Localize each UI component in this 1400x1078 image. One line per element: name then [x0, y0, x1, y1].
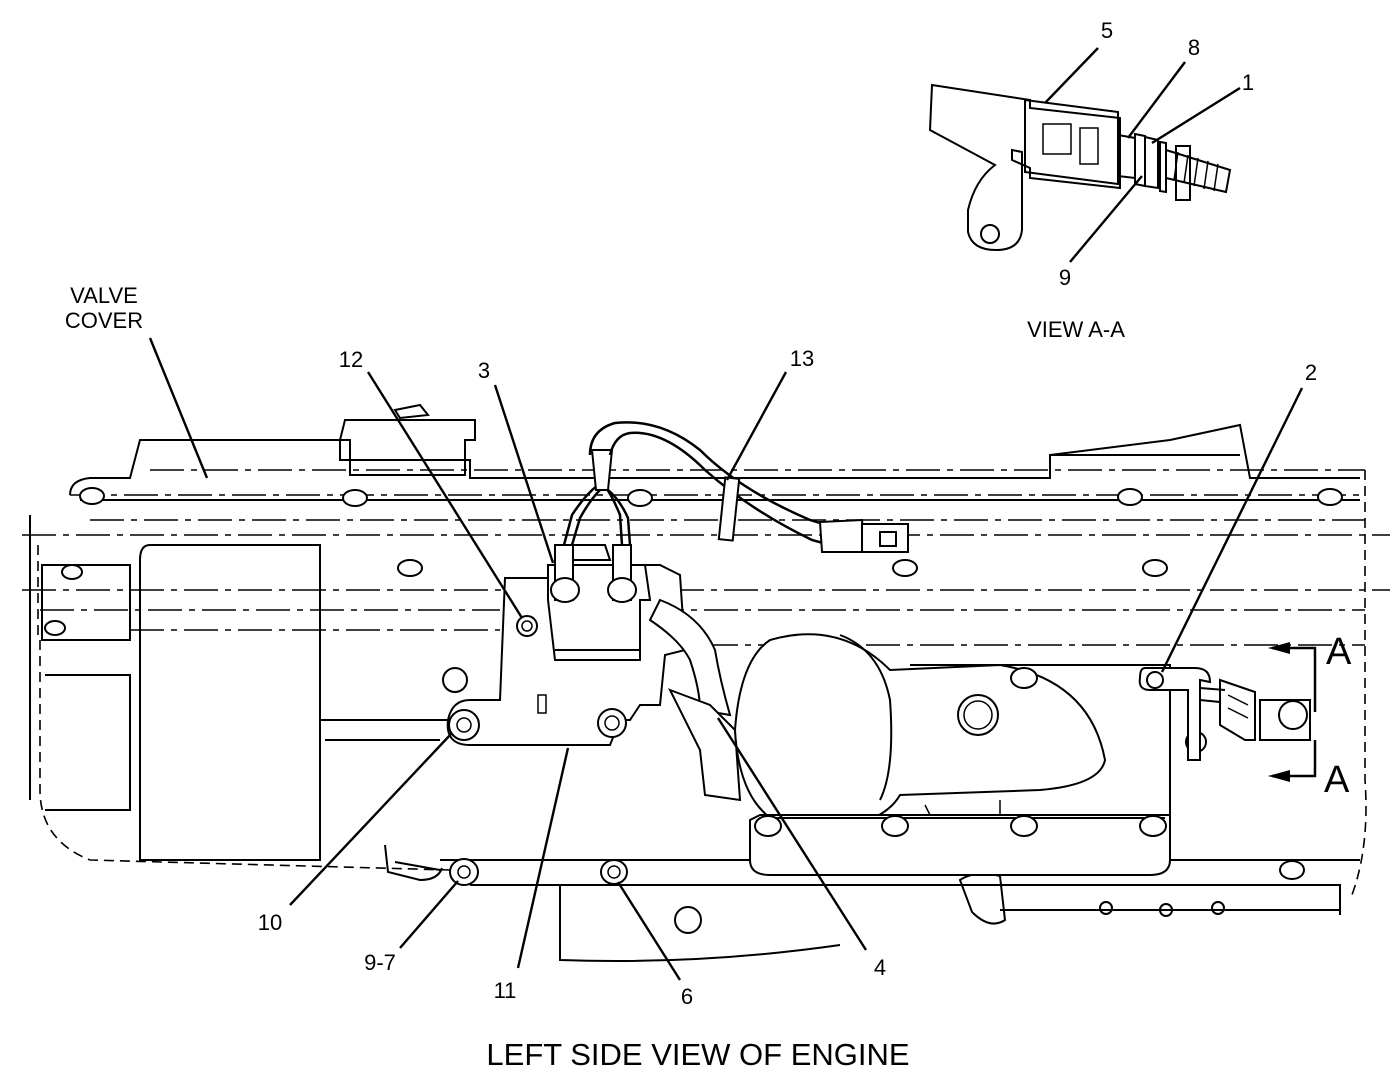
callout-2: 2 [1305, 360, 1317, 385]
view-aa-detail [928, 83, 1232, 252]
callout-8: 8 [1188, 35, 1200, 60]
leader-11 [516, 747, 570, 969]
leader-97 [399, 880, 459, 949]
callout-12: 12 [339, 347, 363, 372]
leader-4 [716, 717, 868, 951]
bolt-icon [1010, 815, 1038, 837]
section-marker-a [1268, 642, 1317, 782]
leader-valve-cover [148, 337, 209, 479]
bolt-icon [1117, 488, 1143, 506]
callout-4: 4 [874, 955, 886, 980]
leader-9 [1069, 175, 1143, 263]
bolt-icon [600, 859, 628, 885]
leader-12 [366, 371, 524, 619]
bolt-icon [881, 815, 909, 837]
bolt-icon [754, 815, 782, 837]
bolt-icon [1279, 860, 1305, 880]
bolt-icon [627, 489, 653, 507]
bolt-icon [1317, 488, 1343, 506]
leader-2 [1160, 387, 1304, 673]
leader-13 [725, 371, 788, 481]
leader-10 [289, 732, 453, 906]
clip-assembly [1138, 667, 1311, 761]
section-label-a-bottom: A [1324, 759, 1350, 801]
bolt-icon [449, 858, 479, 886]
section-label-a-top: A [1326, 631, 1352, 673]
diagram-title: LEFT SIDE VIEW OF ENGINE [486, 1037, 909, 1072]
wiring-harness [562, 421, 909, 802]
text-labels: VALVE COVER VIEW A-A LEFT SIDE VIEW OF E… [65, 18, 1352, 1072]
lower-bolts [384, 844, 628, 886]
callout-3: 3 [478, 358, 490, 383]
leader-8 [1127, 61, 1186, 139]
bolt-icon [1139, 815, 1167, 837]
callout-10: 10 [258, 910, 282, 935]
bolt-icon [1010, 667, 1038, 689]
callout-9: 9 [1059, 265, 1071, 290]
leader-5 [1044, 47, 1099, 104]
leader-1 [1151, 86, 1241, 145]
callout-9-7: 9-7 [364, 950, 396, 975]
callout-11: 11 [494, 978, 517, 1003]
engine-body [22, 403, 1390, 962]
callout-6: 6 [681, 984, 693, 1009]
leader-6 [616, 881, 682, 981]
callout-1: 1 [1242, 70, 1254, 95]
callout-13: 13 [790, 346, 814, 371]
bolt-icon [397, 559, 423, 577]
bolt-icon [79, 487, 105, 505]
bolt-icon [61, 564, 83, 580]
filter-canister [733, 633, 1171, 876]
view-aa-label: VIEW A-A [1027, 317, 1125, 342]
bolt-icon [342, 489, 368, 507]
bolt-icon [44, 620, 66, 636]
bolt-icon [892, 559, 918, 577]
valve-cover-label-line2: COVER [65, 308, 143, 333]
bolt-icon [1142, 559, 1168, 577]
callout-5: 5 [1101, 18, 1113, 43]
leader-lines [148, 47, 1304, 981]
leader-3 [493, 384, 555, 564]
valve-cover-bolts [44, 487, 1343, 636]
valve-cover-label-line1: VALVE [70, 283, 138, 308]
sensor-body [547, 544, 652, 661]
